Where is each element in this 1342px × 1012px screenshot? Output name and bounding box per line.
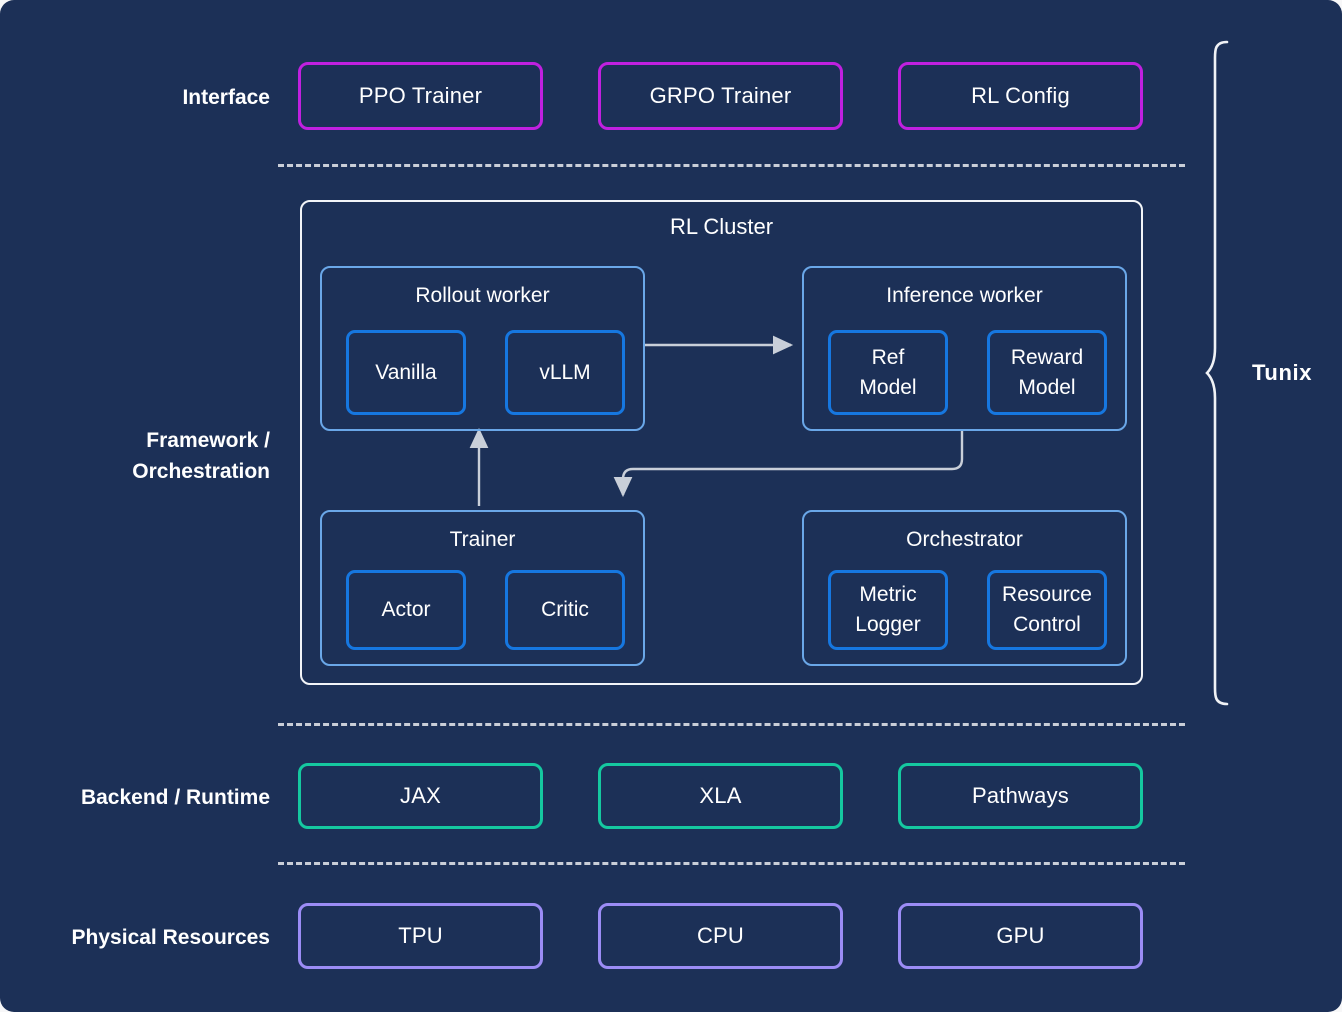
physical-box-cpu[interactable]: CPU <box>598 903 843 969</box>
interface-box-label: PPO Trainer <box>358 83 483 108</box>
divider-backend-physical <box>278 862 1185 865</box>
inner-box-label: Resource Control <box>1002 583 1092 636</box>
row-label-backend: Backend / Runtime <box>80 786 270 809</box>
group-inference-worker[interactable]: Inference worker Ref Model Reward Model <box>802 266 1127 431</box>
rl-cluster-container: RL Cluster Rollout worker Vanilla vLLM I… <box>300 200 1143 685</box>
rl-cluster-title: RL Cluster <box>669 214 774 239</box>
group-trainer[interactable]: Trainer Actor Critic <box>320 510 645 666</box>
backend-box-xla[interactable]: XLA <box>598 763 843 829</box>
inner-box-label: Ref Model <box>859 345 917 399</box>
backend-box-label: XLA <box>699 783 742 808</box>
inner-box-label: Critic <box>541 598 589 621</box>
physical-box-tpu[interactable]: TPU <box>298 903 543 969</box>
inner-box-reward-model[interactable]: Reward Model <box>987 330 1107 415</box>
inner-box-label: Actor <box>381 598 431 621</box>
interface-box-grpo-trainer[interactable]: GRPO Trainer <box>598 62 843 130</box>
tunix-brace-icon <box>1205 40 1229 706</box>
inner-box-label: Vanilla <box>375 360 437 384</box>
group-title-orchestrator: Orchestrator <box>906 528 1023 551</box>
inner-box-vanilla[interactable]: Vanilla <box>346 330 466 415</box>
inner-box-label: Reward Model <box>1010 345 1084 399</box>
interface-box-ppo-trainer[interactable]: PPO Trainer <box>298 62 543 130</box>
inner-box-ref-model[interactable]: Ref Model <box>828 330 948 415</box>
inner-box-metric-logger[interactable]: Metric Logger <box>828 570 948 650</box>
physical-box-gpu[interactable]: GPU <box>898 903 1143 969</box>
group-title-inference-worker: Inference worker <box>886 284 1043 307</box>
backend-box-label: Pathways <box>972 783 1069 808</box>
interface-box-rl-config[interactable]: RL Config <box>898 62 1143 130</box>
backend-box-pathways[interactable]: Pathways <box>898 763 1143 829</box>
physical-box-label: TPU <box>398 923 443 948</box>
row-label-physical: Physical Resources <box>71 926 270 949</box>
divider-framework-backend <box>278 723 1185 726</box>
physical-box-label: CPU <box>696 923 745 948</box>
backend-box-label: JAX <box>400 783 441 808</box>
group-title-trainer: Trainer <box>449 528 516 551</box>
inner-box-label: vLLM <box>539 360 591 384</box>
row-label-framework: Framework / Orchestration <box>132 429 270 483</box>
interface-box-label: RL Config <box>971 83 1070 108</box>
interface-box-label: GRPO Trainer <box>649 83 792 108</box>
group-title-rollout-worker: Rollout worker <box>415 284 550 307</box>
tunix-label: Tunix <box>1252 360 1313 385</box>
physical-box-label: GPU <box>996 923 1045 948</box>
inner-box-critic[interactable]: Critic <box>505 570 625 650</box>
group-orchestrator[interactable]: Orchestrator Metric Logger Resource Cont… <box>802 510 1127 666</box>
inner-box-label: Metric Logger <box>855 583 921 636</box>
inner-box-actor[interactable]: Actor <box>346 570 466 650</box>
row-label-interface: Interface <box>182 86 270 109</box>
inner-box-resource-control[interactable]: Resource Control <box>987 570 1107 650</box>
divider-interface-framework <box>278 164 1185 167</box>
inner-box-vllm[interactable]: vLLM <box>505 330 625 415</box>
backend-box-jax[interactable]: JAX <box>298 763 543 829</box>
group-rollout-worker[interactable]: Rollout worker Vanilla vLLM <box>320 266 645 431</box>
